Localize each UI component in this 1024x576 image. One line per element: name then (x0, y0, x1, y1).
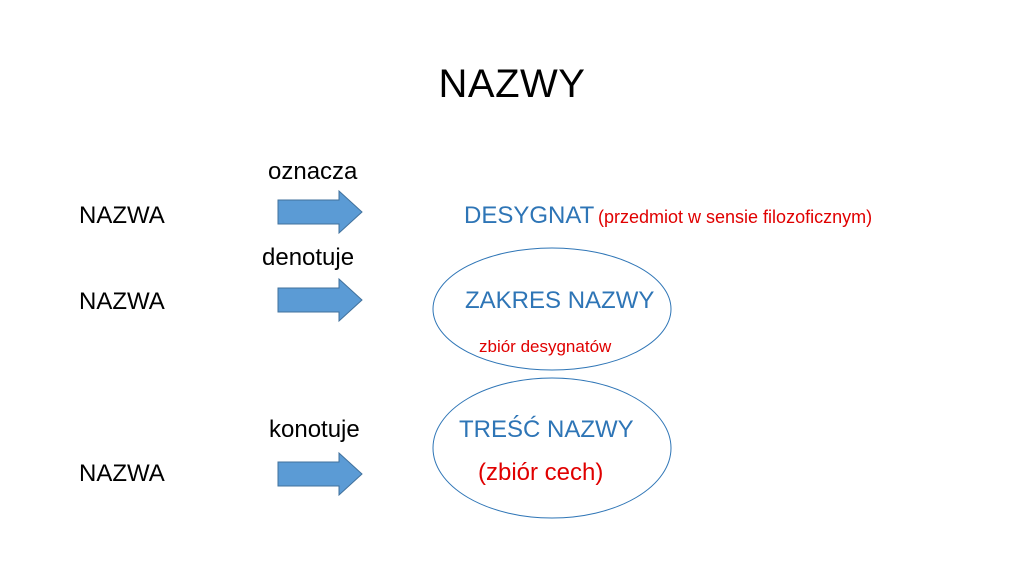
object-label-tresc: TREŚĆ NAZWY (459, 416, 634, 443)
arrow-icon-row-2 (277, 277, 363, 323)
subject-label-row-3: NAZWA (79, 460, 165, 487)
object-label-desygnat: DESYGNAT (464, 202, 595, 229)
arrow-icon-row-3 (277, 451, 363, 497)
slide-title: NAZWY (438, 62, 586, 106)
verb-label-denotuje: denotuje (262, 244, 355, 271)
subject-label-row-1: NAZWA (79, 202, 165, 229)
note-zakres: zbiór desygnatów (479, 337, 612, 356)
verb-label-konotuje: konotuje (269, 416, 360, 443)
subject-label-row-2: NAZWA (79, 288, 165, 315)
note-tresc: (zbiór cech) (478, 459, 604, 486)
verb-label-oznacza: oznacza (268, 158, 358, 185)
arrow-icon-row-1 (277, 189, 363, 235)
object-label-zakres: ZAKRES NAZWY (465, 287, 655, 314)
intension-ellipse (432, 377, 672, 519)
note-desygnat: (przedmiot w sensie filozoficznym) (598, 207, 873, 227)
